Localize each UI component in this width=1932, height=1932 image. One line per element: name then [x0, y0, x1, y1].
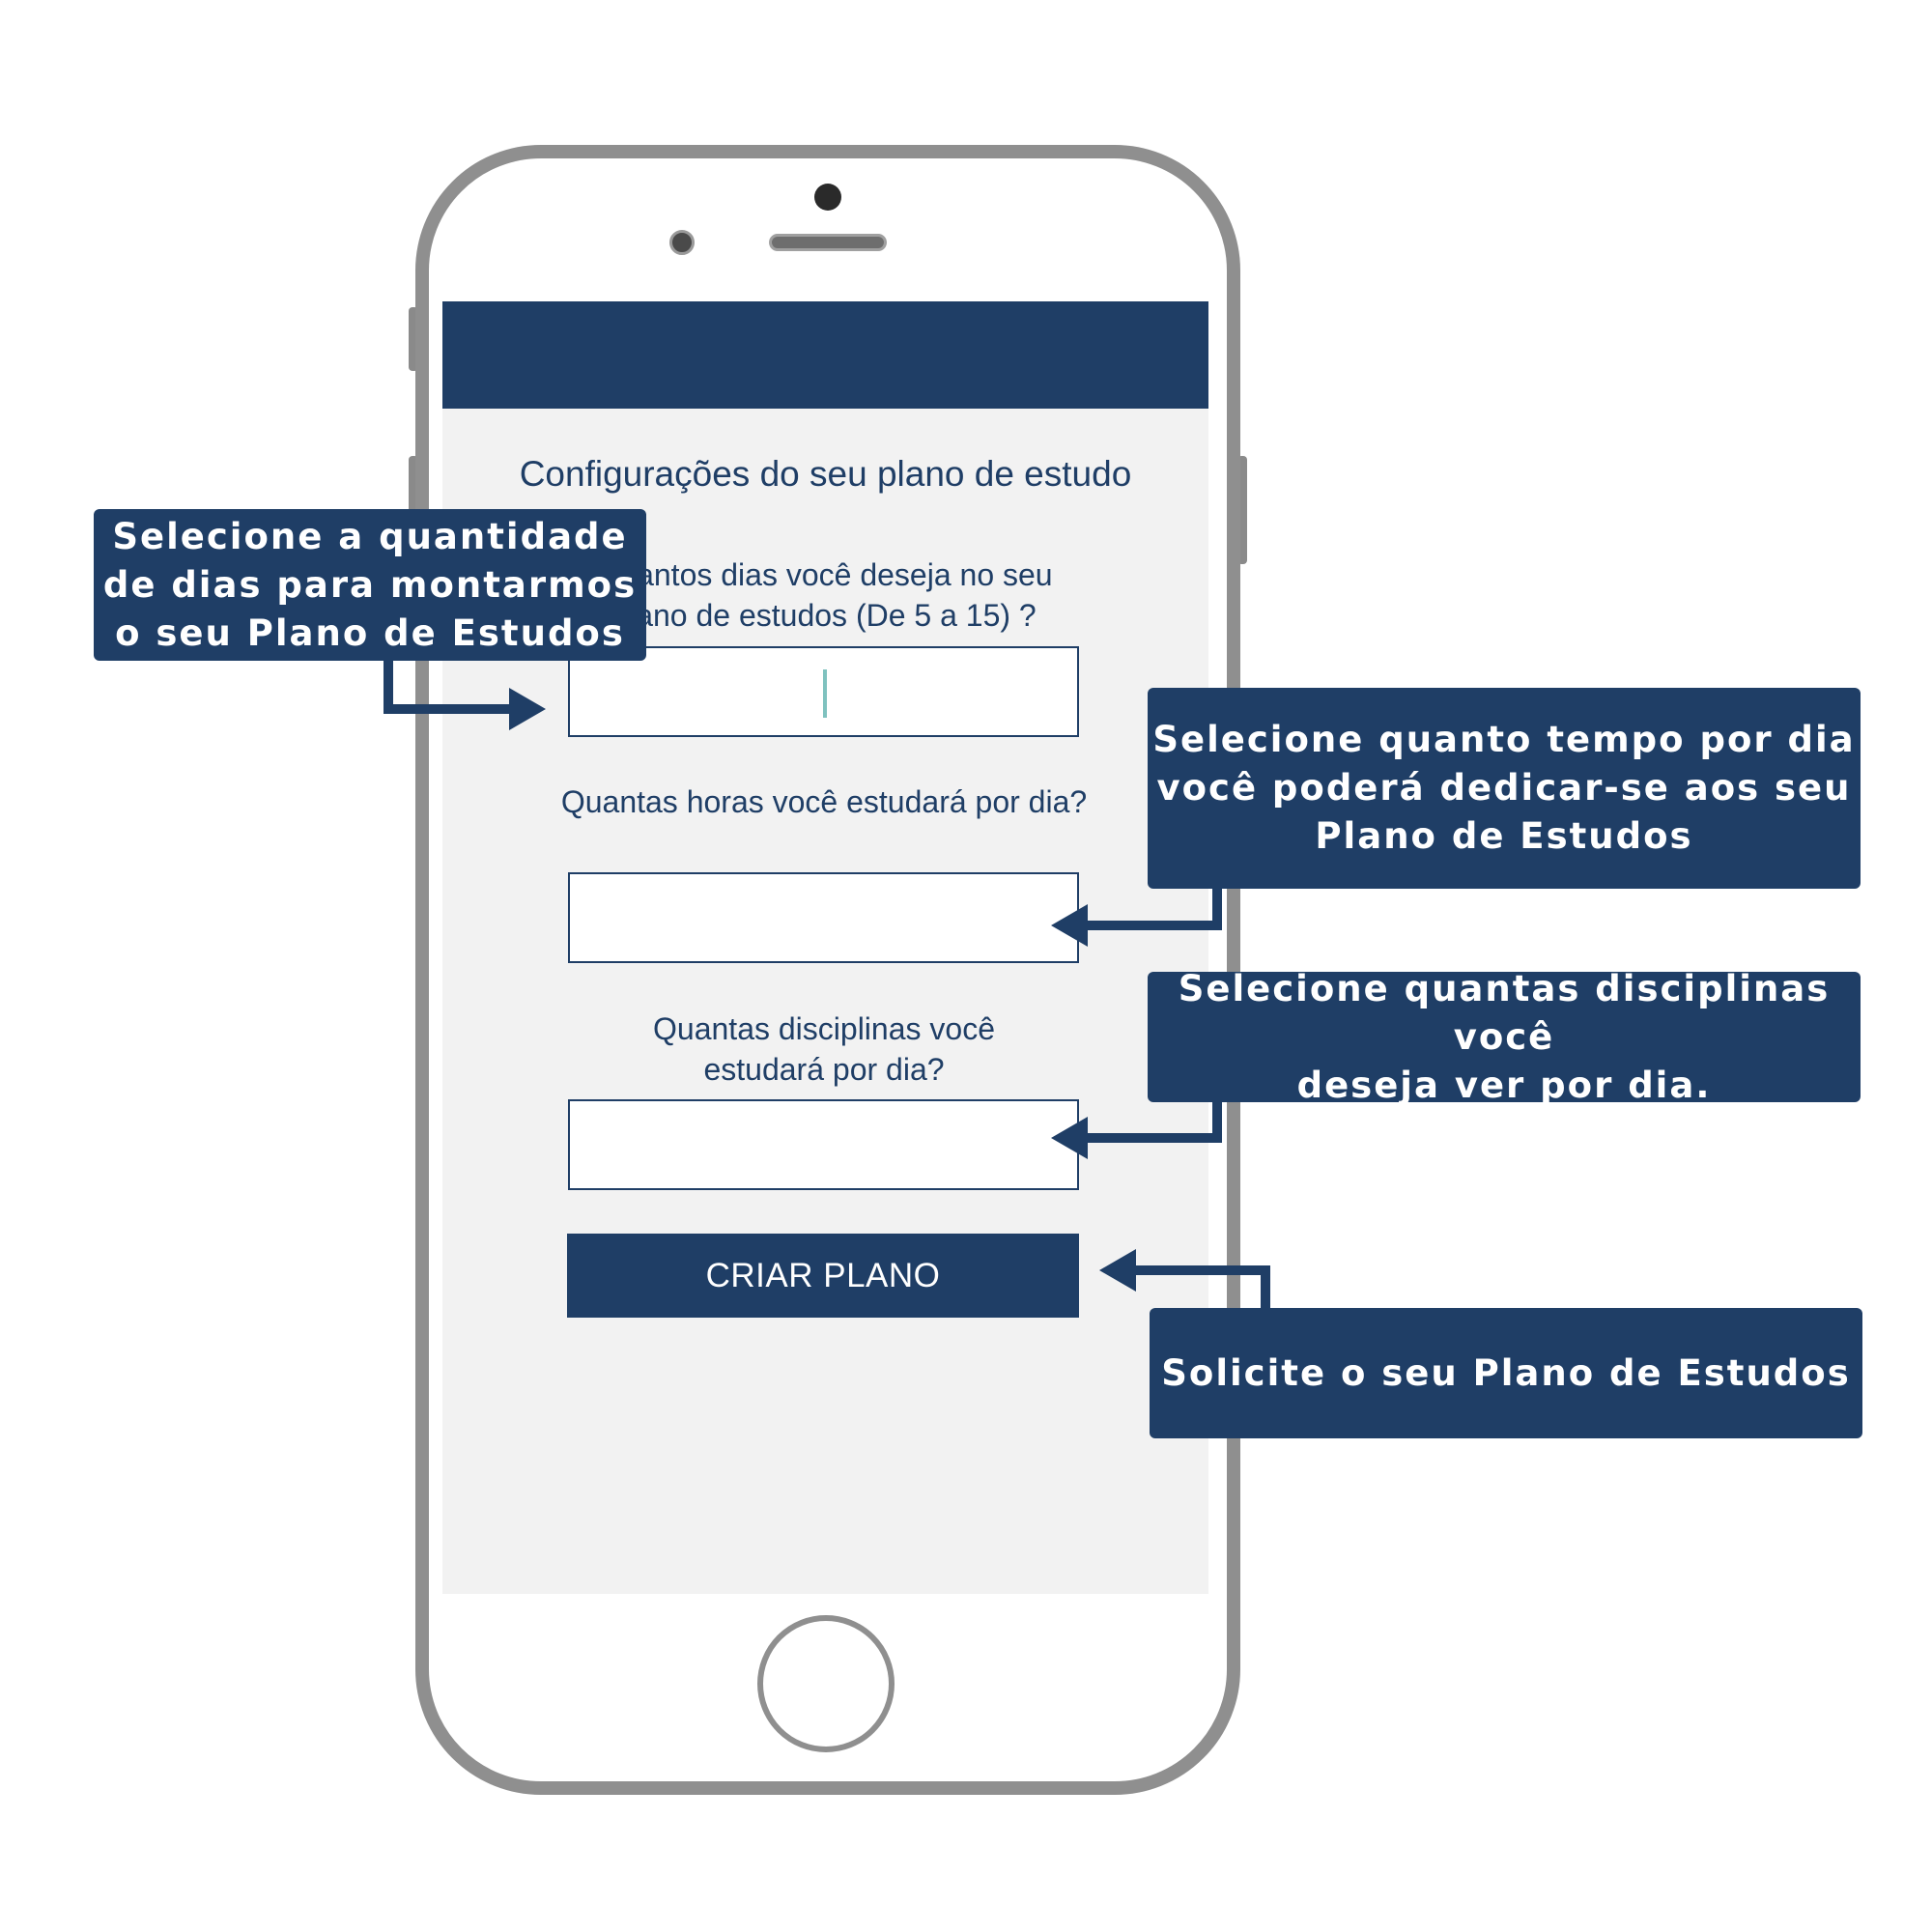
callout-submit: Solicite o seu Plano de Estudos — [1150, 1308, 1862, 1438]
app-header-bar — [442, 301, 1208, 409]
days-input[interactable] — [568, 646, 1079, 737]
callout-subjects-text: Selecione quantas disciplinas você desej… — [1178, 967, 1831, 1106]
callout-hours-text: Selecione quanto tempo por dia você pode… — [1152, 719, 1856, 857]
subjects-input[interactable] — [568, 1099, 1079, 1190]
earpiece-speaker-icon — [769, 234, 887, 251]
page-title: Configurações do seu plano de estudo — [519, 454, 1132, 494]
subjects-question-label: Quantas disciplinas você estudará por di… — [653, 1011, 995, 1087]
callout-days-text: Selecione a quantidade de dias para mont… — [102, 515, 638, 654]
phone-screen: Configurações do seu plano de estudo Qua… — [442, 301, 1208, 1594]
phone-side-button-left — [409, 307, 418, 371]
text-caret — [823, 669, 827, 718]
home-button[interactable] — [757, 1615, 895, 1752]
hours-input[interactable] — [568, 872, 1079, 963]
days-question-label: Quantos dias você deseja no seu plano de… — [595, 557, 1053, 633]
hours-question-label: Quantas horas você estudará por dia? — [560, 784, 1088, 819]
proximity-sensor-icon — [669, 230, 695, 255]
create-plan-button[interactable]: CRIAR PLANO — [567, 1234, 1079, 1318]
callout-days: Selecione a quantidade de dias para mont… — [94, 509, 646, 661]
callout-subjects: Selecione quantas disciplinas você desej… — [1148, 968, 1861, 1106]
callout-hours: Selecione quanto tempo por dia você pode… — [1148, 688, 1861, 889]
callout-submit-text: Solicite o seu Plano de Estudos — [1161, 1351, 1851, 1394]
front-camera-icon — [814, 184, 841, 211]
phone-power-button — [1237, 456, 1247, 564]
